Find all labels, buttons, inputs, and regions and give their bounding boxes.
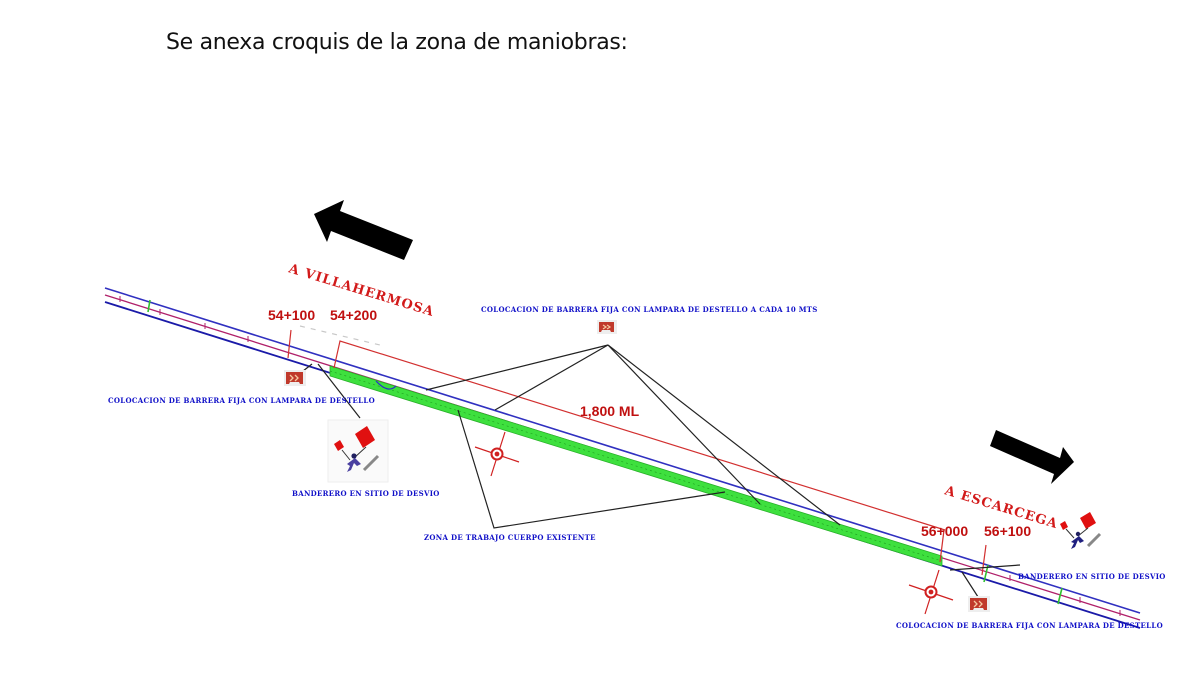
station-54-200: 54+200 [330,307,377,323]
station-56-100: 56+100 [984,523,1031,539]
traffic-signal-icon [908,569,954,615]
barrier-icon [968,596,990,612]
leader-lines [297,344,1021,601]
flagger-icon [1060,512,1102,549]
note-barrier-west: COLOCACION DE BARRERA FIJA CON LAMPARA D… [108,396,375,405]
work-zone-boundary [287,325,987,576]
flagger-icon [327,419,389,483]
traffic-signal-icon [474,431,520,477]
arrow-left-icon [314,200,413,260]
work-strip [329,365,943,567]
note-barrier-every-10m: COLOCACION DE BARRERA FIJA CON LAMPARA D… [481,305,818,314]
barrier-icon [284,370,306,386]
note-barrier-east: COLOCACION DE BARRERA FIJA CON LAMPARA D… [896,621,1163,630]
arrow-right-icon [990,430,1074,484]
work-length-label: 1,800 ML [580,403,640,419]
station-56-000: 56+000 [921,523,968,539]
station-54-100: 54+100 [268,307,315,323]
note-flagger-east: BANDERERO EN SITIO DE DESVIO [1018,572,1166,581]
note-flagger-west: BANDERERO EN SITIO DE DESVIO [292,489,440,498]
note-work-zone: ZONA DE TRABAJO CUERPO EXISTENTE [424,533,596,542]
barrier-icon [597,320,617,334]
intro-text: Se anexa croquis de la zona de maniobras… [166,30,628,55]
